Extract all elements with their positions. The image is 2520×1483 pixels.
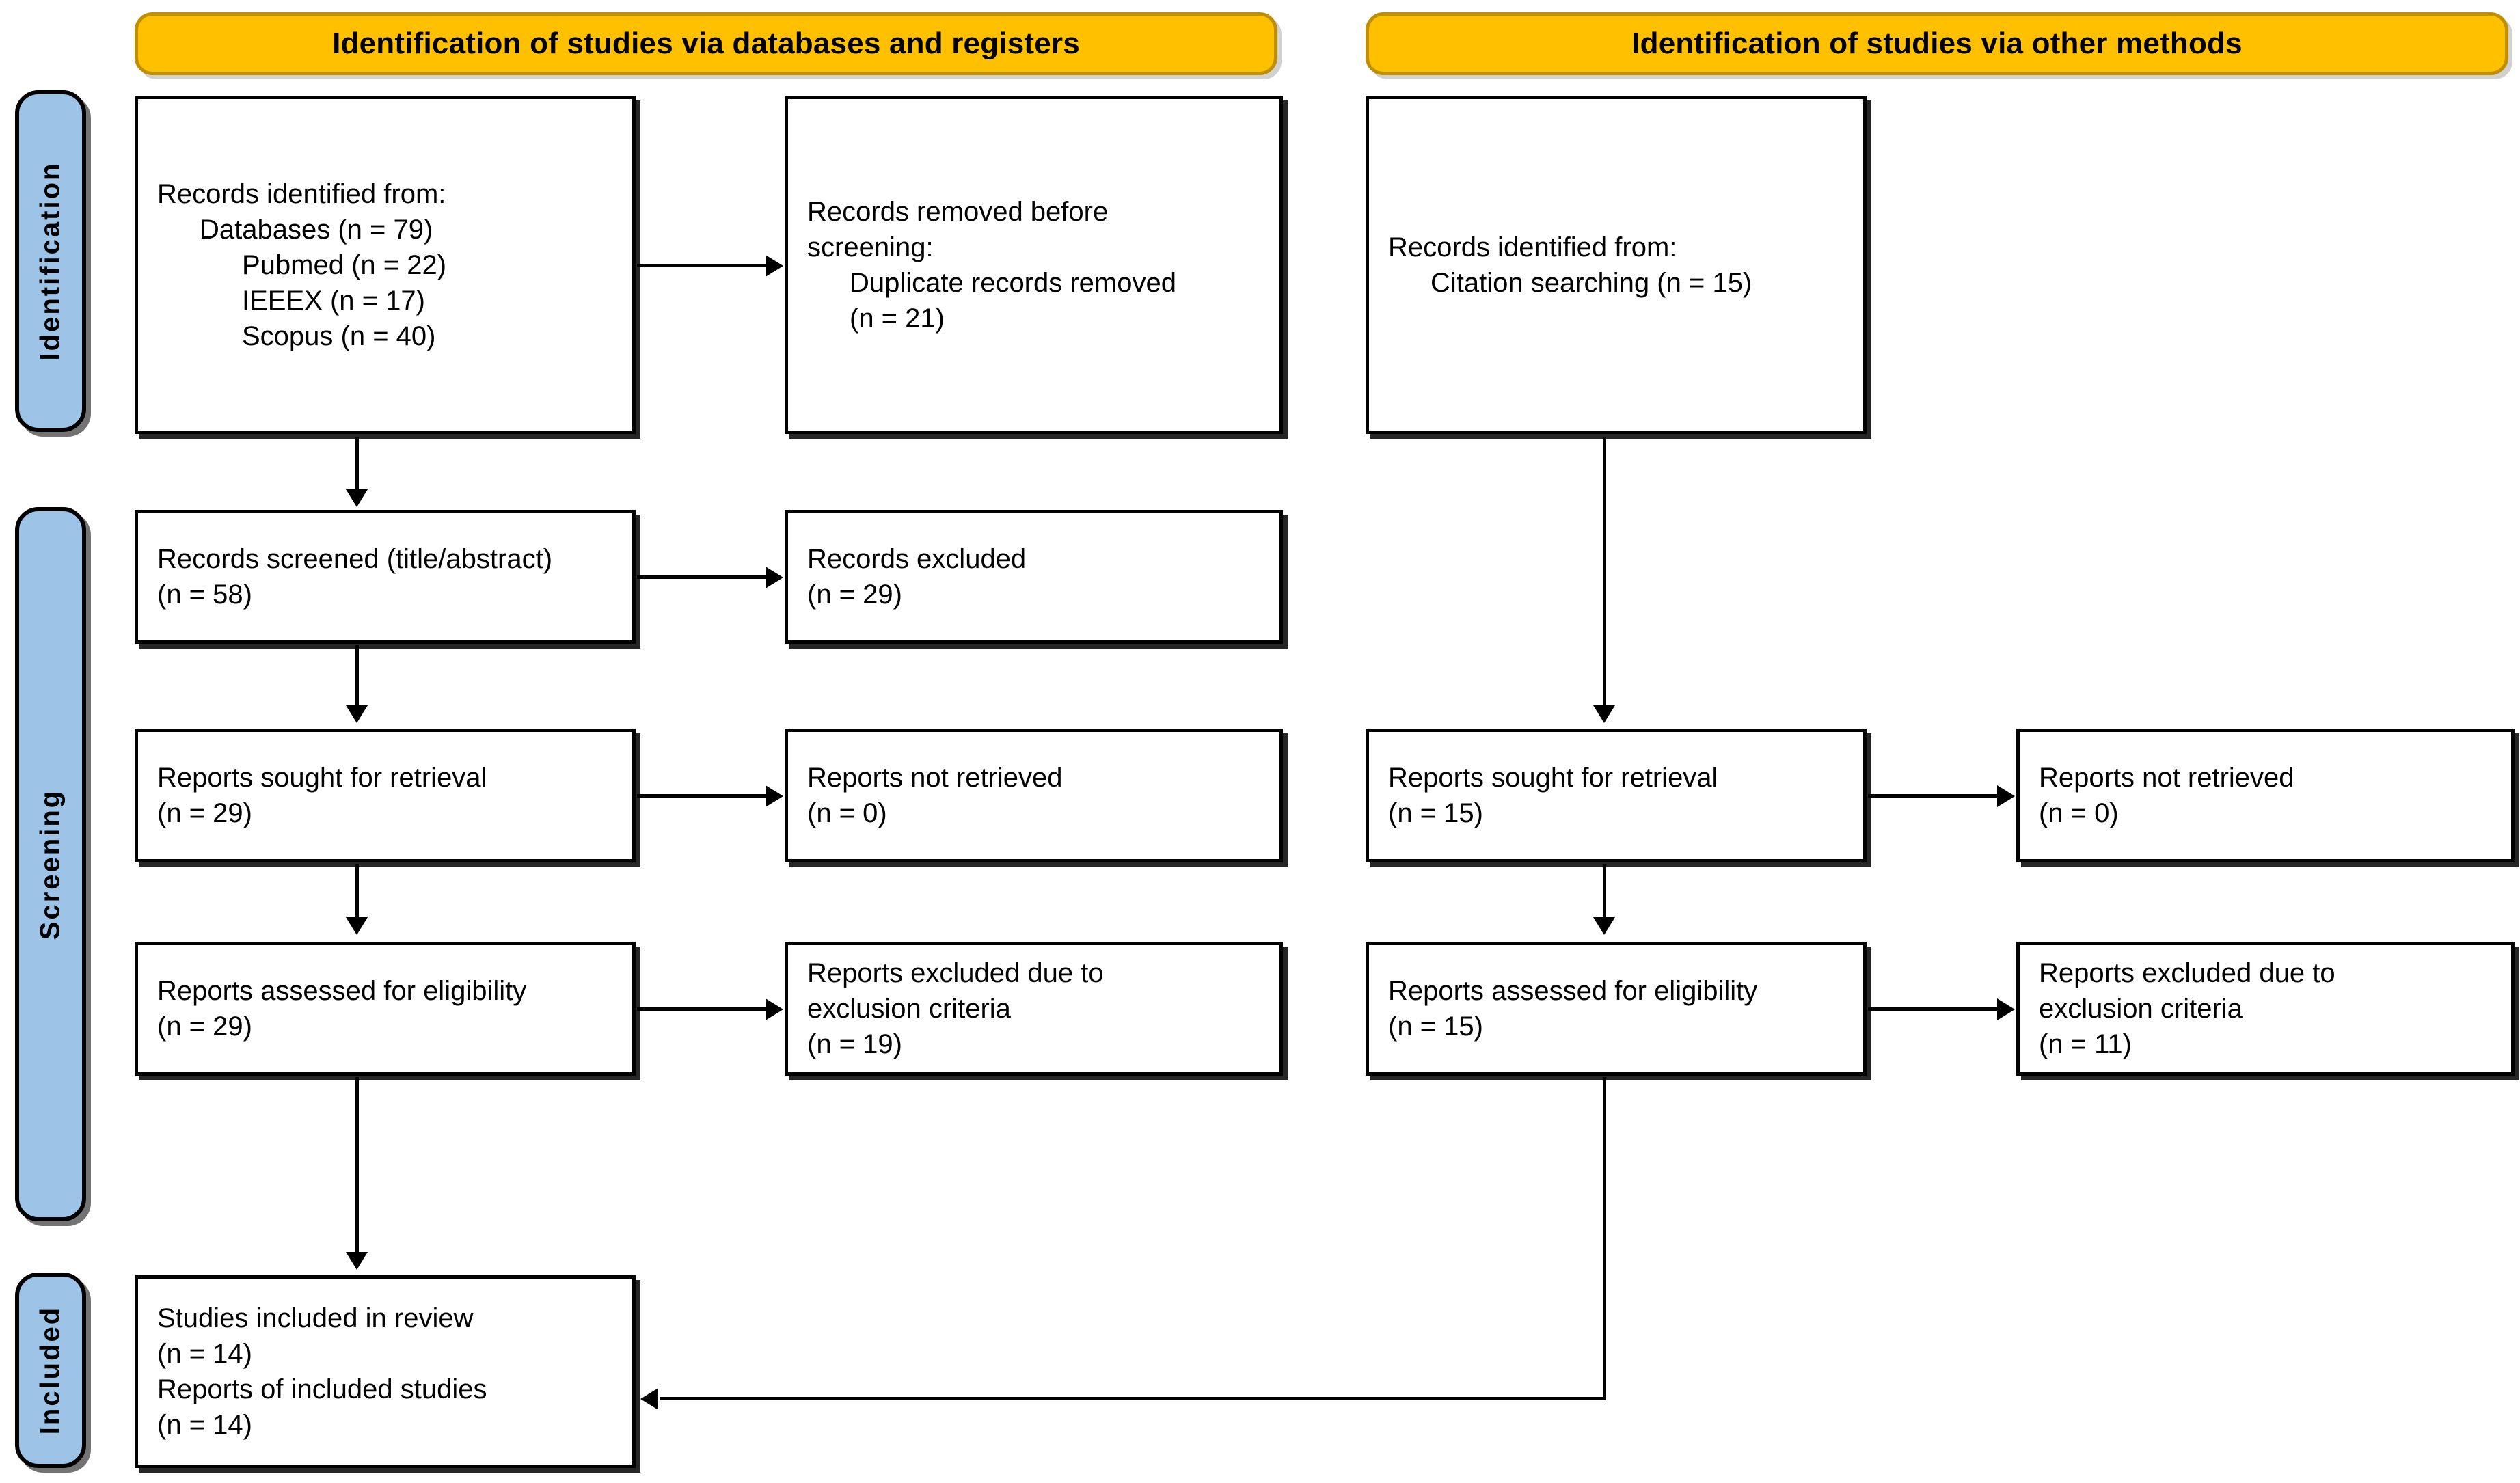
node-line: exclusion criteria: [807, 994, 1011, 1024]
node-records-identified-databases: Records identified from: Databases (n = …: [135, 96, 636, 434]
connector-sought-to-not-retrieved-left: [637, 794, 767, 798]
node-line: Records screened (title/abstract): [157, 544, 553, 574]
node-line: (n = 29): [807, 580, 902, 610]
node-line: Citation searching (n = 15): [1431, 267, 1752, 298]
node-line: (n = 21): [850, 303, 945, 334]
node-line: (n = 15): [1388, 1011, 1483, 1042]
node-reports-excluded-left: Reports excluded due to exclusion criter…: [785, 942, 1283, 1076]
arrowhead-right: [1997, 785, 2015, 807]
node-line: Reports sought for retrieval: [157, 763, 487, 793]
node-line-italic: before: [1030, 196, 1109, 227]
node-records-screened: Records screened (title/abstract) (n = 5…: [135, 510, 636, 644]
node-line: (n = 29): [157, 1011, 252, 1042]
node-line: (n = 58): [157, 580, 252, 610]
connector-assessed-to-excluded-right: [1868, 1007, 1998, 1011]
node-line: IEEEX (n = 17): [242, 285, 425, 316]
arrowhead-down: [346, 917, 368, 935]
node-line: (n = 0): [2039, 798, 2119, 828]
arrowhead-down: [1593, 705, 1615, 723]
node-line: (n = 15): [1388, 798, 1483, 828]
node-line: Databases (n = 79): [200, 214, 433, 245]
node-reports-excluded-right: Reports excluded due to exclusion criter…: [2016, 942, 2515, 1076]
node-line: Reports excluded due to: [807, 958, 1104, 988]
arrowhead-down: [346, 489, 368, 507]
node-line: Reports assessed for eligibility: [1388, 976, 1758, 1006]
connector-assessed-to-excluded-left: [637, 1007, 767, 1011]
node-line: Reports assessed for eligibility: [157, 976, 527, 1006]
stage-label-screening-text: Screening: [35, 789, 66, 940]
node-line: (n = 19): [807, 1029, 902, 1059]
node-line: Records identified from:: [1388, 232, 1677, 262]
node-line: Records identified from:: [157, 178, 446, 209]
node-reports-sought-left: Reports sought for retrieval (n = 29): [135, 729, 636, 862]
connector-identified-to-removed: [637, 264, 767, 267]
node-reports-not-retrieved-right: Reports not retrieved (n = 0): [2016, 729, 2515, 862]
node-line: Pubmed (n = 22): [242, 249, 447, 280]
connector-right-assessed-elbow-horizontal: [660, 1397, 1606, 1400]
phase-header-other-methods: Identification of studies via other meth…: [1366, 12, 2508, 75]
connector-screened-to-sought: [355, 645, 359, 707]
node-line: Records excluded: [807, 544, 1027, 574]
node-line: screening:: [807, 230, 1260, 265]
connector-sought-to-assessed-right: [1603, 864, 1606, 919]
phase-header-databases-label: Identification of studies via databases …: [332, 27, 1080, 60]
connector-sought-to-assessed-left: [355, 864, 359, 919]
stage-label-included-text: Included: [35, 1305, 66, 1435]
phase-header-databases: Identification of studies via databases …: [135, 12, 1277, 75]
stage-label-identification-text: Identification: [35, 161, 66, 361]
node-reports-not-retrieved-left: Reports not retrieved (n = 0): [785, 729, 1283, 862]
node-line: Duplicate records removed: [850, 267, 1176, 298]
node-line: Scopus (n = 40): [242, 321, 436, 351]
node-reports-assessed-left: Reports assessed for eligibility (n = 29…: [135, 942, 636, 1076]
stage-label-screening: Screening: [15, 507, 86, 1221]
node-studies-included: Studies included in review (n = 14) Repo…: [135, 1275, 636, 1468]
arrowhead-down: [346, 1252, 368, 1270]
node-line: (n = 29): [157, 798, 252, 828]
stage-label-included: Included: [15, 1273, 86, 1468]
node-records-excluded: Records excluded (n = 29): [785, 510, 1283, 644]
node-line: Reports not retrieved: [807, 763, 1063, 793]
arrowhead-left: [640, 1388, 658, 1410]
node-line: Reports of included studies: [157, 1374, 487, 1404]
arrowhead-down: [1593, 917, 1615, 935]
arrowhead-right: [766, 785, 783, 807]
arrowhead-down: [346, 705, 368, 723]
node-line-plain: Records removed: [807, 196, 1031, 227]
stage-label-identification: Identification: [15, 90, 86, 432]
node-reports-assessed-right: Reports assessed for eligibility (n = 15…: [1366, 942, 1867, 1076]
connector-sought-to-not-retrieved-right: [1868, 794, 1998, 798]
node-line: Reports excluded due to: [2039, 958, 2335, 988]
node-line: Records removed before: [807, 194, 1260, 230]
arrowhead-right: [1997, 998, 2015, 1020]
arrowhead-right: [766, 567, 783, 588]
connector-assessed-to-included: [355, 1077, 359, 1253]
node-line: Studies included in review: [157, 1303, 474, 1333]
connector-identified-to-sought-right: [1603, 437, 1606, 707]
connector-right-assessed-elbow-vertical: [1603, 1077, 1606, 1400]
phase-header-other-methods-label: Identification of studies via other meth…: [1631, 27, 2243, 60]
connector-screened-to-excluded: [637, 575, 767, 579]
node-reports-sought-right: Reports sought for retrieval (n = 15): [1366, 729, 1867, 862]
node-records-removed-before-screening: Records removed before screening: Duplic…: [785, 96, 1283, 434]
node-line: (n = 11): [2039, 1029, 2132, 1059]
node-line-plain: :: [925, 232, 934, 262]
connector-identified-to-screened: [355, 437, 359, 491]
node-records-identified-other: Records identified from: Citation search…: [1366, 96, 1867, 434]
arrowhead-right: [766, 255, 783, 277]
node-line: Reports sought for retrieval: [1388, 763, 1718, 793]
node-line: (n = 0): [807, 798, 887, 828]
arrowhead-right: [766, 998, 783, 1020]
node-line: exclusion criteria: [2039, 994, 2243, 1024]
node-line-italic: screening: [807, 232, 926, 262]
node-line: (n = 14): [157, 1410, 252, 1440]
node-line: (n = 14): [157, 1339, 252, 1369]
node-line: Reports not retrieved: [2039, 763, 2294, 793]
